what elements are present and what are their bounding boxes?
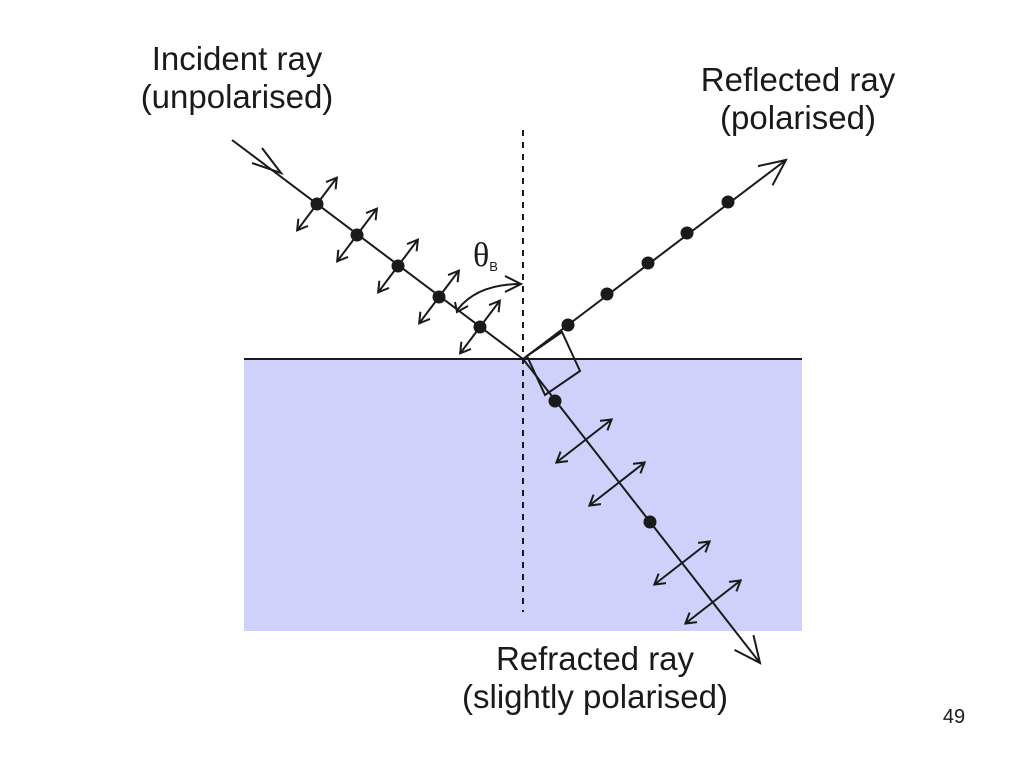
incident-polarisation-arrow — [295, 176, 339, 232]
theta-subscript: B — [489, 259, 498, 274]
reflected-polarisation-dot — [561, 318, 575, 332]
incident-label-line2: (unpolarised) — [140, 78, 334, 115]
reflected-label-line2: (polarised) — [720, 99, 876, 136]
incident-polarisation-arrow — [458, 299, 502, 355]
incident-polarisation-arrow — [376, 238, 420, 294]
theta-symbol: θ — [473, 237, 490, 274]
page-number: 49 — [942, 706, 966, 728]
refracted-polarisation-arrow — [652, 540, 712, 586]
reflected-ray-label: Reflected ray (polarised) — [668, 61, 928, 137]
incident-ray-label: Incident ray (unpolarised) — [112, 40, 362, 116]
reflected-polarisation-dot — [721, 195, 735, 209]
incident-label-line1: Incident ray — [151, 40, 323, 77]
refracted-polarisation-dot — [643, 515, 657, 529]
reflected-label-line1: Reflected ray — [700, 61, 896, 98]
refracted-polarisation-dot — [548, 394, 562, 408]
right-angle-marker — [525, 330, 582, 397]
reflected-ray — [522, 160, 786, 360]
reflected-polarisation-dot — [680, 226, 694, 240]
reflected-polarisation-dot — [600, 287, 614, 301]
incident-polarisation-arrow — [335, 207, 379, 263]
reflected-polarisation-dot — [641, 256, 655, 270]
angle-arc — [457, 284, 521, 310]
refracted-ray — [522, 358, 760, 663]
incident-polarisation-arrow — [417, 269, 461, 325]
refracted-polarisation-arrow — [554, 418, 614, 464]
incident-ray — [231, 139, 524, 360]
angle-arc-start-arrow — [454, 301, 469, 314]
brewster-angle-label: θB — [473, 236, 498, 287]
refracted-polarisation-arrow — [587, 461, 647, 507]
refracted-label-line1: Refracted ray — [495, 640, 695, 677]
incident-direction-arrow — [251, 147, 284, 176]
refracted-polarisation-arrow — [683, 579, 743, 625]
refracted-label-line2: (slightly polarised) — [462, 678, 728, 715]
refracted-ray-label: Refracted ray (slightly polarised) — [420, 640, 770, 716]
